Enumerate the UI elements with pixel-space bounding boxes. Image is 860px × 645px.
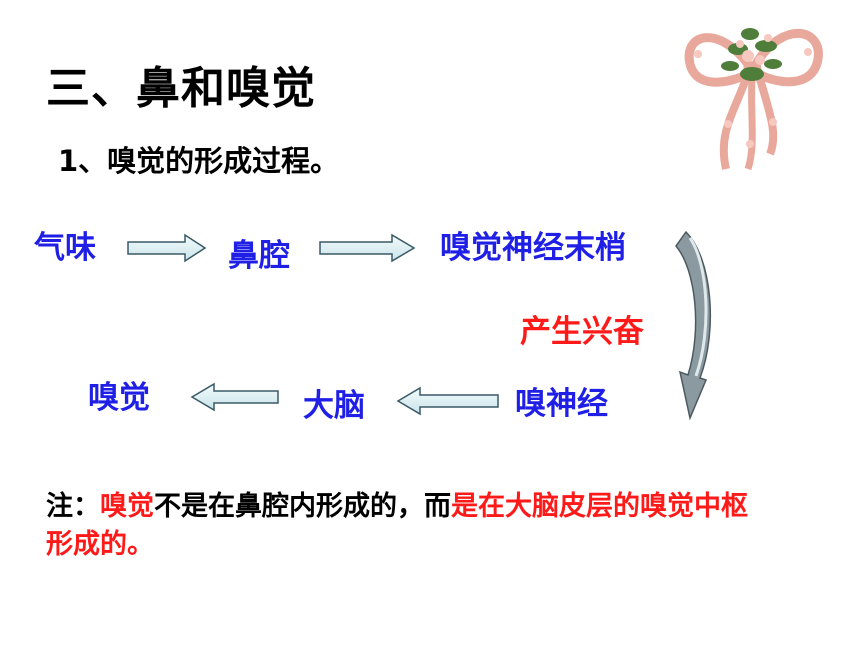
- node-excitation: 产生兴奋: [520, 314, 644, 350]
- node-olfactory-nerve: 嗅神经: [515, 386, 608, 422]
- note-label: 注：: [46, 491, 100, 522]
- note-highlight-1: 嗅觉: [100, 491, 154, 522]
- note-body: 不是在鼻腔内形成的，而: [154, 491, 451, 522]
- page-title: 三、鼻和嗅觉: [46, 63, 316, 114]
- arrow-right-1: [127, 233, 207, 263]
- node-smell: 嗅觉: [88, 380, 150, 416]
- arrow-left-2: [190, 382, 279, 412]
- arrow-left-1: [396, 386, 499, 416]
- node-brain: 大脑: [303, 388, 365, 424]
- curved-arrow-down: [675, 230, 712, 421]
- flower-bow-icon: [684, 28, 823, 171]
- section-subtitle: 1、嗅觉的形成过程。: [58, 144, 340, 178]
- node-odor: 气味: [34, 230, 96, 266]
- note-highlight-2: 是在大脑皮层的嗅觉中枢形成的。: [46, 491, 748, 560]
- note-text: 注：嗅觉不是在鼻腔内形成的，而是在大脑皮层的嗅觉中枢形成的。: [46, 488, 766, 564]
- arrow-right-2: [319, 233, 416, 263]
- node-olfactory-nerve-endings: 嗅觉神经末梢: [440, 230, 626, 266]
- node-nasal-cavity: 鼻腔: [228, 238, 290, 274]
